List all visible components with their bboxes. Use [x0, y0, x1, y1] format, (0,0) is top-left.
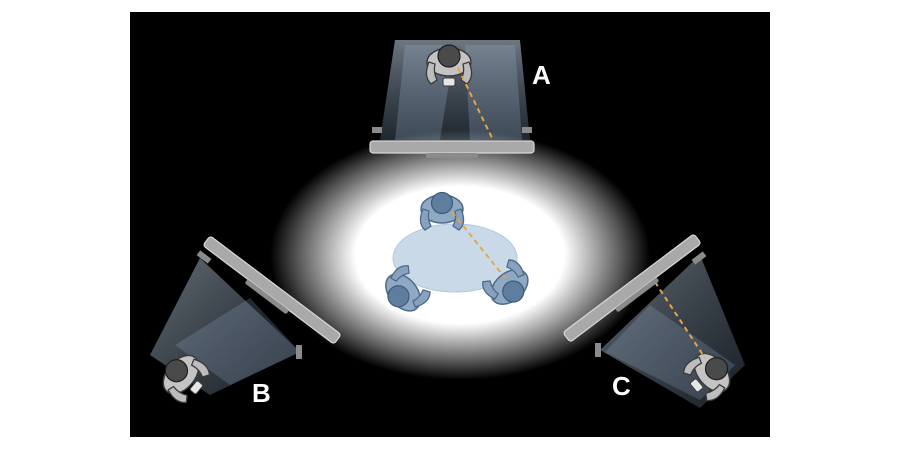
- gaze-line: [457, 67, 495, 143]
- camera-icon: [522, 127, 532, 133]
- station-b: B: [150, 235, 342, 409]
- station-label-a: A: [532, 60, 551, 90]
- camera-beam: [175, 298, 300, 385]
- station-a: A: [369, 40, 551, 159]
- gaze-line: [654, 281, 706, 359]
- station-c: C: [562, 233, 745, 408]
- local-meeting: [375, 191, 538, 321]
- camera-icon: [296, 345, 302, 359]
- camera-beam: [465, 45, 522, 140]
- station-label-c: C: [612, 371, 631, 401]
- camera-icon: [595, 343, 601, 357]
- camera-beam: [380, 40, 530, 140]
- camera-icon: [372, 127, 382, 133]
- camera-icon: [196, 250, 212, 264]
- station-label-b: B: [252, 378, 271, 408]
- camera-icon: [691, 251, 707, 265]
